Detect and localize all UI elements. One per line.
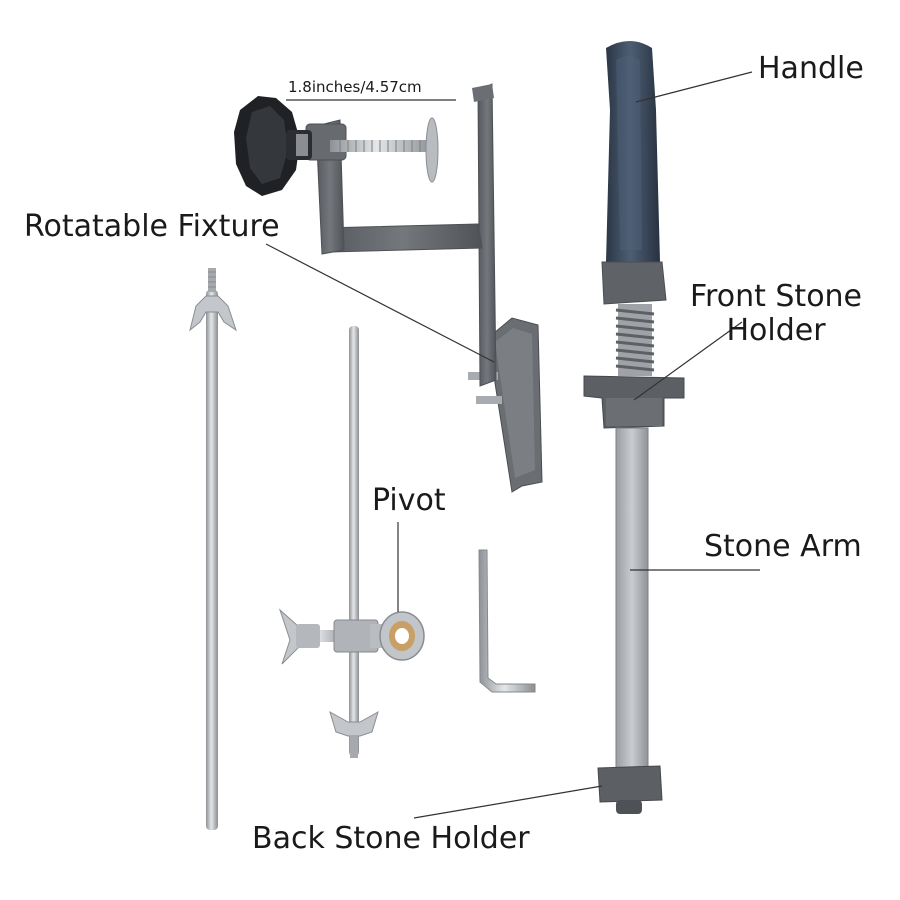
pivot-label: Pivot (372, 483, 446, 518)
handle (606, 41, 660, 262)
front-stone-holder (583, 375, 685, 429)
front-stone-holder-leader (633, 321, 743, 401)
front-stone-holder-label: Front Stone Holder (678, 280, 874, 348)
rotatable-fixture-leader (265, 243, 495, 363)
back-stone-holder-label: Back Stone Holder (252, 821, 530, 856)
leader-lines (265, 71, 760, 819)
front-stone-holder-label-line2: Holder (726, 313, 826, 348)
stone-arm (615, 427, 649, 771)
back-stone-holder-leader (413, 785, 603, 819)
back-stone-holder (597, 765, 663, 814)
rotatable-fixture-label: Rotatable Fixture (24, 209, 280, 244)
stone-arm-assembly (583, 41, 685, 814)
handle-label: Handle (758, 51, 864, 86)
guide-rod (189, 268, 237, 830)
hex-key (478, 549, 536, 693)
clamp-knob (234, 96, 312, 196)
rotatable-fixture (234, 83, 543, 493)
spring (615, 304, 655, 376)
handle-leader (635, 71, 753, 103)
stone-arm-label: Stone Arm (704, 529, 862, 564)
front-stone-holder-label-line1: Front Stone (689, 279, 863, 314)
pivot-assembly (278, 326, 425, 758)
pivot-bearing (370, 611, 425, 661)
dimension-label: 1.8inches/4.57cm (288, 78, 422, 96)
